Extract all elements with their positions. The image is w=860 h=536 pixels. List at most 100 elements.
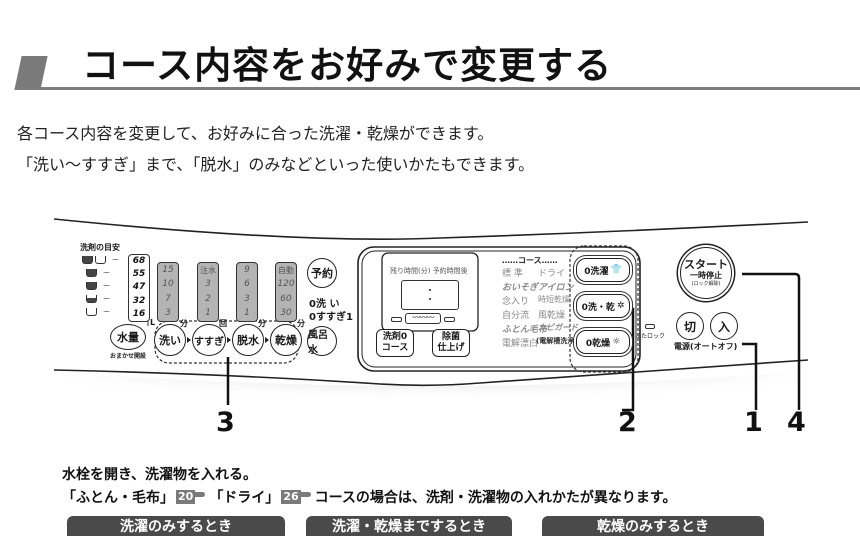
course-tub-clean: (電解槽洗浄) xyxy=(536,337,578,345)
mode-wash-dry-button[interactable]: 0洗・乾 ✲ xyxy=(576,294,630,318)
rinse-unit: 回 xyxy=(219,319,227,328)
wash-count-indicator: 0洗 い xyxy=(309,299,340,310)
wash-time-value: 7 xyxy=(165,293,171,304)
sterilize-label-2: 仕上げ xyxy=(437,343,465,353)
rinse-label: すすぎ xyxy=(194,336,224,348)
course-air-dry: 風乾燥 xyxy=(538,311,566,321)
tab-wash-and-dry[interactable]: 洗濯・乾燥までするとき xyxy=(306,516,512,536)
power-off-button[interactable]: 切 xyxy=(676,312,704,340)
spin-button[interactable]: 脱水 xyxy=(232,324,264,356)
mode-wash-button[interactable]: 0洗濯 👕 xyxy=(576,258,630,282)
bath-water-button[interactable]: 風呂水 xyxy=(307,326,337,356)
page-number: 26 xyxy=(281,490,301,504)
power-label: 電源(オートオフ) xyxy=(674,342,738,351)
rinse-count-value: 3 xyxy=(205,279,211,290)
course-standard: 標 準 xyxy=(502,269,523,279)
leader-line-2 xyxy=(622,307,635,412)
sun-icon: ☼ xyxy=(612,337,621,347)
detergent-row-2: ····· xyxy=(86,268,110,278)
pause-label: 一時停止 xyxy=(690,270,722,280)
page-number: 20 xyxy=(176,490,196,504)
lcd-colon-dot xyxy=(429,298,431,300)
course-iron: アイロン xyxy=(538,283,574,293)
page-reference-26[interactable]: 26 xyxy=(281,490,311,504)
tub-icon-full xyxy=(82,256,93,264)
course-dry-clean: ドライ xyxy=(538,269,566,279)
intro-line-1: 各コース内容を変更して、お好みに合った洗濯・乾燥ができます。 xyxy=(17,124,494,143)
sterilize-finish-button[interactable]: 除菌 仕上げ xyxy=(432,329,470,357)
detergent-row-4: ····· xyxy=(86,294,110,304)
detergent-row-1: ····· xyxy=(82,255,119,265)
tab-dry-only[interactable]: 乾燥のみするとき xyxy=(542,516,764,536)
step-open-tap: 水栓を開き、洗濯物を入れる。 xyxy=(62,467,258,483)
dry-button[interactable]: 乾燥 xyxy=(270,324,302,356)
wash-unit: 分 xyxy=(180,319,188,328)
tub-icon xyxy=(86,295,97,303)
control-panel-outline xyxy=(53,218,809,420)
unlock-label: (ロック解除) xyxy=(691,280,721,287)
rinse-header: 注水 xyxy=(200,265,216,275)
water-level-value: 68 xyxy=(132,256,146,267)
detergent-course-label-2: コース xyxy=(381,343,409,353)
dry-time-value: 120 xyxy=(277,279,295,290)
tub-icon xyxy=(86,269,97,277)
intro-line-2: 「洗い～すすぎ」まで、「脱水」のみなどといった使いかたもできます。 xyxy=(17,155,535,174)
wash-time-value: 3 xyxy=(165,308,171,319)
display-label: 残り時間(分) 予約時間後 xyxy=(390,267,468,275)
rinse-count-value: 2 xyxy=(205,293,211,304)
spin-label: 脱水 xyxy=(237,334,259,347)
bath-water-label: 風呂水 xyxy=(308,330,328,356)
lid-lock-indicator: ふたロック xyxy=(635,324,665,340)
tub-icon xyxy=(86,282,97,290)
rinse-count-scale: 注水 3 2 1 xyxy=(197,262,219,322)
mode-wash-label: 0洗濯 xyxy=(584,266,609,277)
heading-underline xyxy=(18,87,860,90)
callout-2: 2 xyxy=(618,407,637,438)
shirt-icon: 👕 xyxy=(610,265,622,275)
detergent-row-3: ····· xyxy=(86,281,110,291)
pointing-hand-icon xyxy=(300,491,311,497)
rinse-count-value: 1 xyxy=(205,308,211,319)
callout-4: 4 xyxy=(787,407,806,438)
tab-wash-only[interactable]: 洗濯のみするとき xyxy=(67,516,285,536)
course-mold-guard: カビガード xyxy=(538,323,578,332)
spin-time-value: 3 xyxy=(244,293,250,304)
water-level-value: 32 xyxy=(132,295,146,306)
detergent-course-button[interactable]: 洗剤0 コース xyxy=(376,329,414,357)
step-note: 「ふとん・毛布」 20 「ドライ」 26 コースの場合は、洗剤・洗濯物の入れかた… xyxy=(62,487,677,507)
indicator-led-left xyxy=(391,317,402,322)
course-note-text: コースの場合は、洗剤・洗濯物の入れかたが異なります。 xyxy=(314,490,677,506)
dry-time-value: 30 xyxy=(280,308,292,319)
heading-accent-bar xyxy=(14,56,48,90)
mode-wash-dry-label: 0洗・乾 xyxy=(581,302,615,313)
mode-dry-button[interactable]: 0乾燥 ☼ xyxy=(576,330,630,354)
dry-time-value: 60 xyxy=(280,293,292,304)
arrow-right-icon xyxy=(265,337,269,343)
callout-1: 1 xyxy=(744,407,763,438)
water-amount-sublabel: おまかせ開設 xyxy=(110,353,147,360)
mode-dry-label: 0乾燥 xyxy=(585,338,611,349)
power-on-button[interactable]: 入 xyxy=(710,312,738,340)
arrow-right-icon xyxy=(187,337,191,343)
lcd-display xyxy=(401,280,459,310)
rinse-button[interactable]: すすぎ xyxy=(192,324,226,356)
dry-header: 自動 xyxy=(278,265,294,275)
power-on-label: 入 xyxy=(717,319,730,334)
leader-line-4 xyxy=(742,272,801,410)
power-off-label: 切 xyxy=(683,319,696,334)
reserve-button[interactable]: 予約 xyxy=(307,258,337,288)
sterilize-label-1: 除菌 xyxy=(441,332,460,342)
tub-icon-empty xyxy=(95,256,106,264)
wave-indicator: 〰〰〰 xyxy=(405,313,441,324)
wash-button[interactable]: 洗い xyxy=(154,324,186,356)
arrow-right-icon xyxy=(227,337,231,343)
panel-shadow xyxy=(60,372,800,420)
water-level-value: 55 xyxy=(132,269,146,280)
page-reference-20[interactable]: 20 xyxy=(176,490,206,504)
water-amount-button[interactable]: 水量 xyxy=(110,324,146,350)
wash-time-value: 15 xyxy=(162,264,174,275)
mode-group-dashed xyxy=(569,245,639,373)
display-module-inner xyxy=(361,250,637,368)
start-pause-button[interactable]: スタート 一時停止 (ロック解除) xyxy=(680,247,732,299)
shirt-sun-icon: ✲ xyxy=(616,301,625,311)
